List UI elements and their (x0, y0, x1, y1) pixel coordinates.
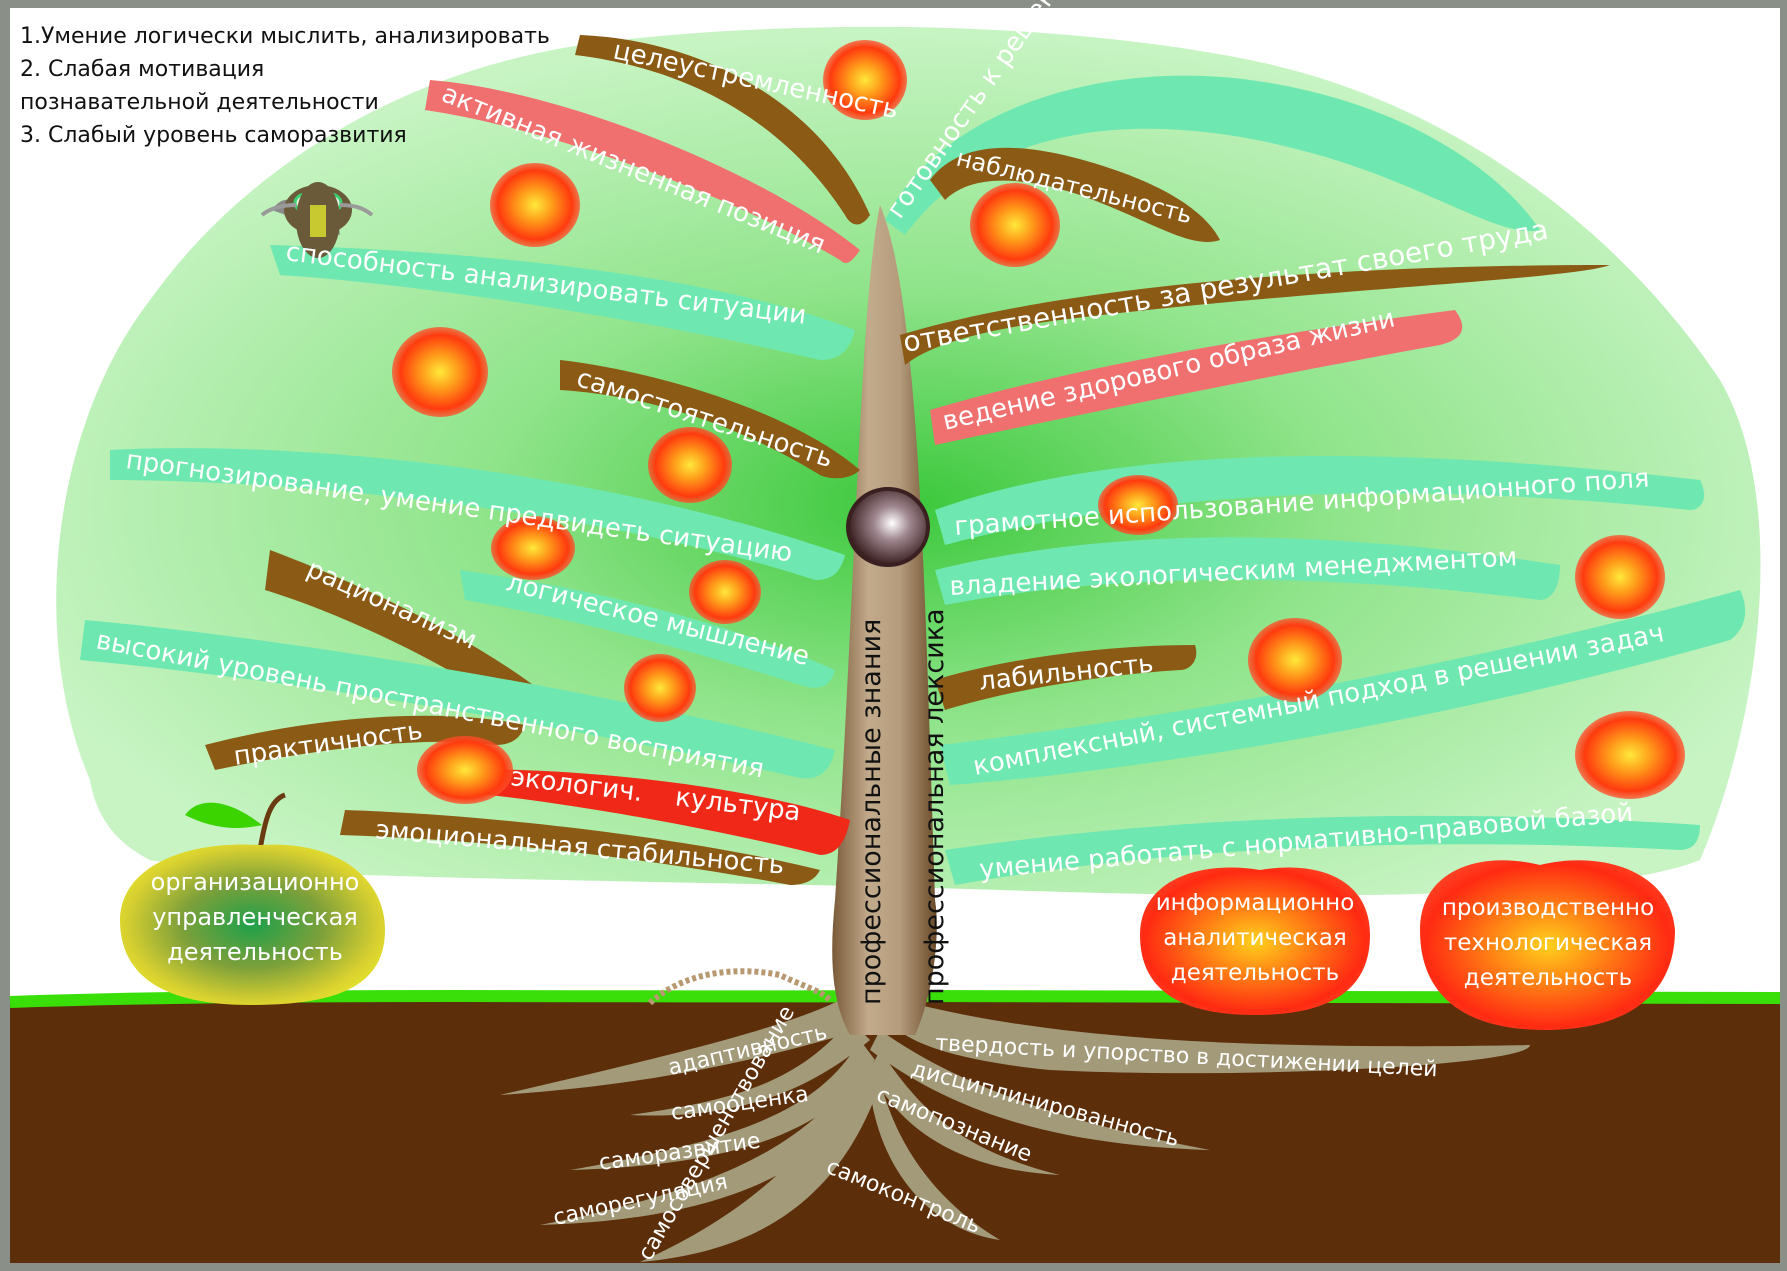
note-item: познавательной деятельности (20, 86, 580, 119)
note-item: 3. Слабый уровень саморазвития (20, 119, 580, 152)
right-red-line-1: производственно (1442, 895, 1654, 921)
trunk-knot (848, 489, 928, 565)
green-apple-line-3: деятельность (167, 938, 343, 966)
green-apple-line-2: управленческая (152, 903, 358, 931)
fruit (1575, 711, 1685, 799)
right-red-line-3: деятельность (1464, 965, 1632, 991)
fruit (392, 327, 488, 417)
trunk-label-left: профессиональные знания (856, 619, 887, 1005)
trunk-label-right: профессиональная лексика (919, 608, 950, 1005)
fruit (417, 736, 513, 804)
fruit (1575, 535, 1665, 619)
note-item: 1.Умение логически мыслить, анализироват… (20, 20, 580, 53)
green-apple-line-1: организационно (151, 868, 360, 896)
notes-list: 1.Умение логически мыслить, анализироват… (20, 20, 580, 152)
right-red-line-2: технологическая (1444, 930, 1652, 956)
left-red-line-1: информационно (1156, 890, 1355, 916)
note-item: 2. Слабая мотивация (20, 53, 580, 86)
left-red-line-2: аналитическая (1163, 925, 1346, 951)
fruit (624, 654, 696, 722)
fruit (970, 183, 1060, 267)
left-red-line-3: деятельность (1171, 960, 1339, 986)
fruit (490, 163, 580, 247)
